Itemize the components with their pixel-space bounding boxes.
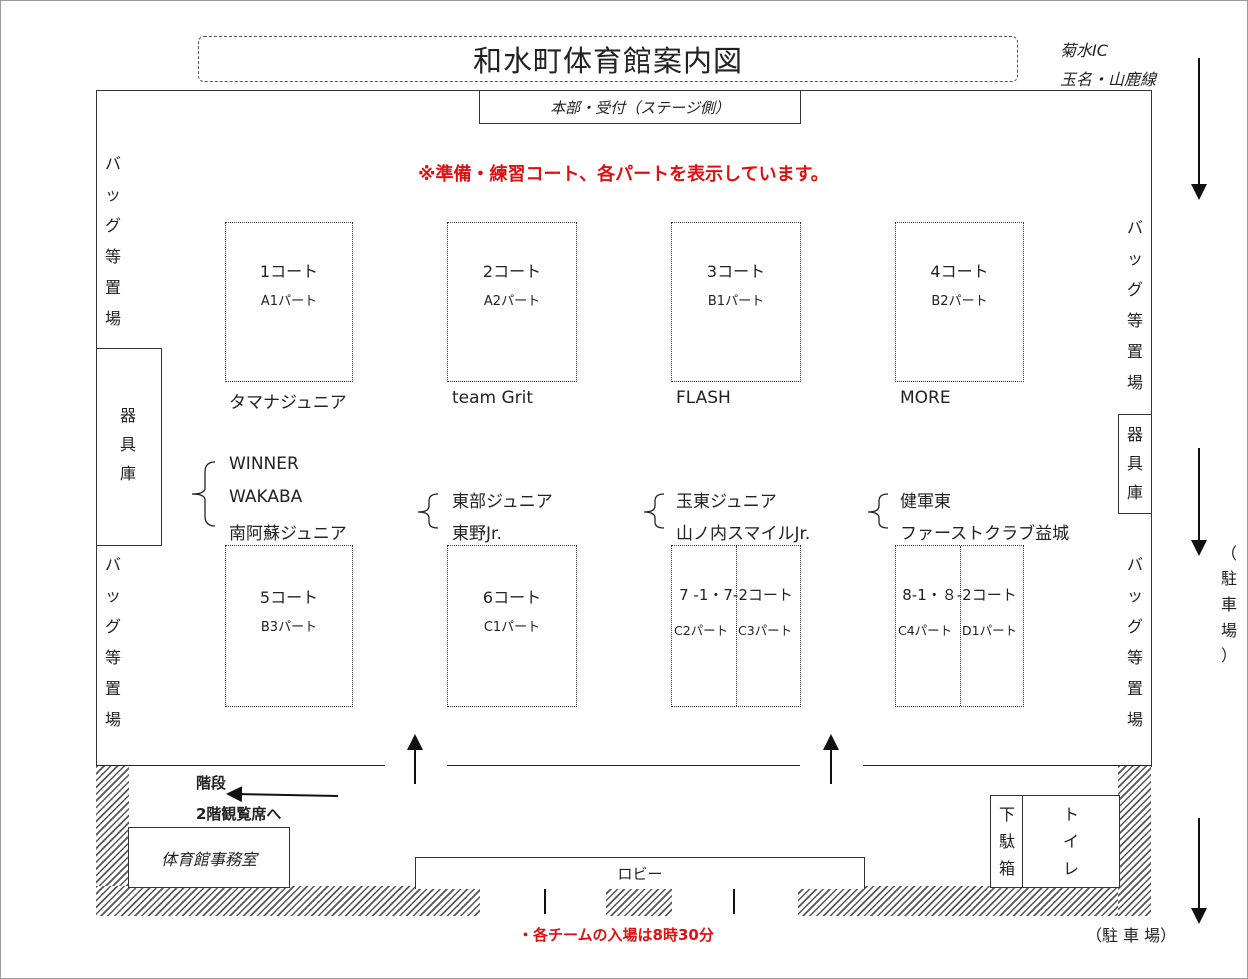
team-label: 東部ジュニア <box>452 492 553 512</box>
bag-area-left-bottom: バッ グ等 置場 <box>104 555 121 729</box>
wall-hatch <box>606 886 672 916</box>
parking-bottom-label: （駐 車 場） <box>1086 926 1177 945</box>
stairs-sub-label: 2階観覧席へ <box>196 805 282 823</box>
bag-area-left-top: バッ グ等 置場 <box>104 154 121 328</box>
wall-hatch <box>1118 766 1151 916</box>
team-label: 玉東ジュニア <box>676 492 777 512</box>
stairs-label: 階段 <box>196 774 227 792</box>
court-4: 4コート B2パート <box>895 222 1024 382</box>
equipment-room-left: 器 具 庫 <box>96 348 162 546</box>
bracket-icon <box>417 493 439 529</box>
page-title: 和水町体育館案内図 <box>198 36 1018 82</box>
bag-area-right-bottom: バッ グ等 置場 <box>1126 555 1143 729</box>
route-label: 玉名・山鹿線 <box>1060 70 1157 89</box>
court-6: 6コート C1パート <box>447 545 577 707</box>
stage-reception: 本部・受付（ステージ側） <box>479 90 801 124</box>
left-arrow-icon <box>226 786 339 803</box>
bracket-icon <box>191 461 216 527</box>
court-7: 7 -1・7-2コート C2パート C3パート <box>671 545 801 707</box>
court-divider <box>960 546 961 706</box>
court-8: 8-1・８-2コート C4パート D1パート <box>895 545 1024 707</box>
team-label: MORE <box>900 388 951 408</box>
court-2: 2コート A2パート <box>447 222 577 382</box>
court-1: 1コート A1パート <box>225 222 353 382</box>
team-label: FLASH <box>676 388 731 408</box>
team-label: WINNER <box>229 454 299 474</box>
notice-text: ※準備・練習コート、各パートを表示しています。 <box>418 164 829 185</box>
bracket-icon <box>643 493 665 529</box>
team-label: team Grit <box>452 388 534 408</box>
team-label: 東野Jr. <box>452 524 502 544</box>
team-label: タマナジュニア <box>229 393 347 413</box>
wall-segment <box>96 765 385 766</box>
team-label: 健軍東 <box>900 492 951 512</box>
court-3: 3コート B1パート <box>671 222 801 382</box>
entry-time-text: ・各チームの入場は8時30分 <box>518 926 714 944</box>
parking-side-label: （ 駐 車 場 ） <box>1220 544 1237 665</box>
court-divider <box>736 546 737 706</box>
gym-office: 体育館事務室 <box>128 827 290 888</box>
team-label: WAKABA <box>229 487 303 507</box>
lobby-label: ロビー <box>617 865 663 883</box>
wall-hatch <box>96 886 480 916</box>
bracket-icon <box>867 493 889 529</box>
lobby-area: ロビー <box>415 857 865 889</box>
toilet: ト イ レ <box>1022 795 1120 888</box>
bag-area-right-top: バッ グ等 置場 <box>1126 218 1143 392</box>
kikusui-ic-label: 菊水IC <box>1060 41 1108 60</box>
shoe-box: 下 駄 箱 <box>990 795 1024 888</box>
team-label: 山ノ内スマイルJr. <box>676 524 811 544</box>
team-label: ファーストクラブ益城 <box>900 524 1070 544</box>
wall-hatch <box>798 886 1151 916</box>
equipment-room-right: 器 具 庫 <box>1118 414 1152 514</box>
wall-segment <box>447 765 800 766</box>
team-label: 南阿蘇ジュニア <box>229 524 347 544</box>
court-5: 5コート B3パート <box>225 545 353 707</box>
wall-segment <box>863 765 1151 766</box>
